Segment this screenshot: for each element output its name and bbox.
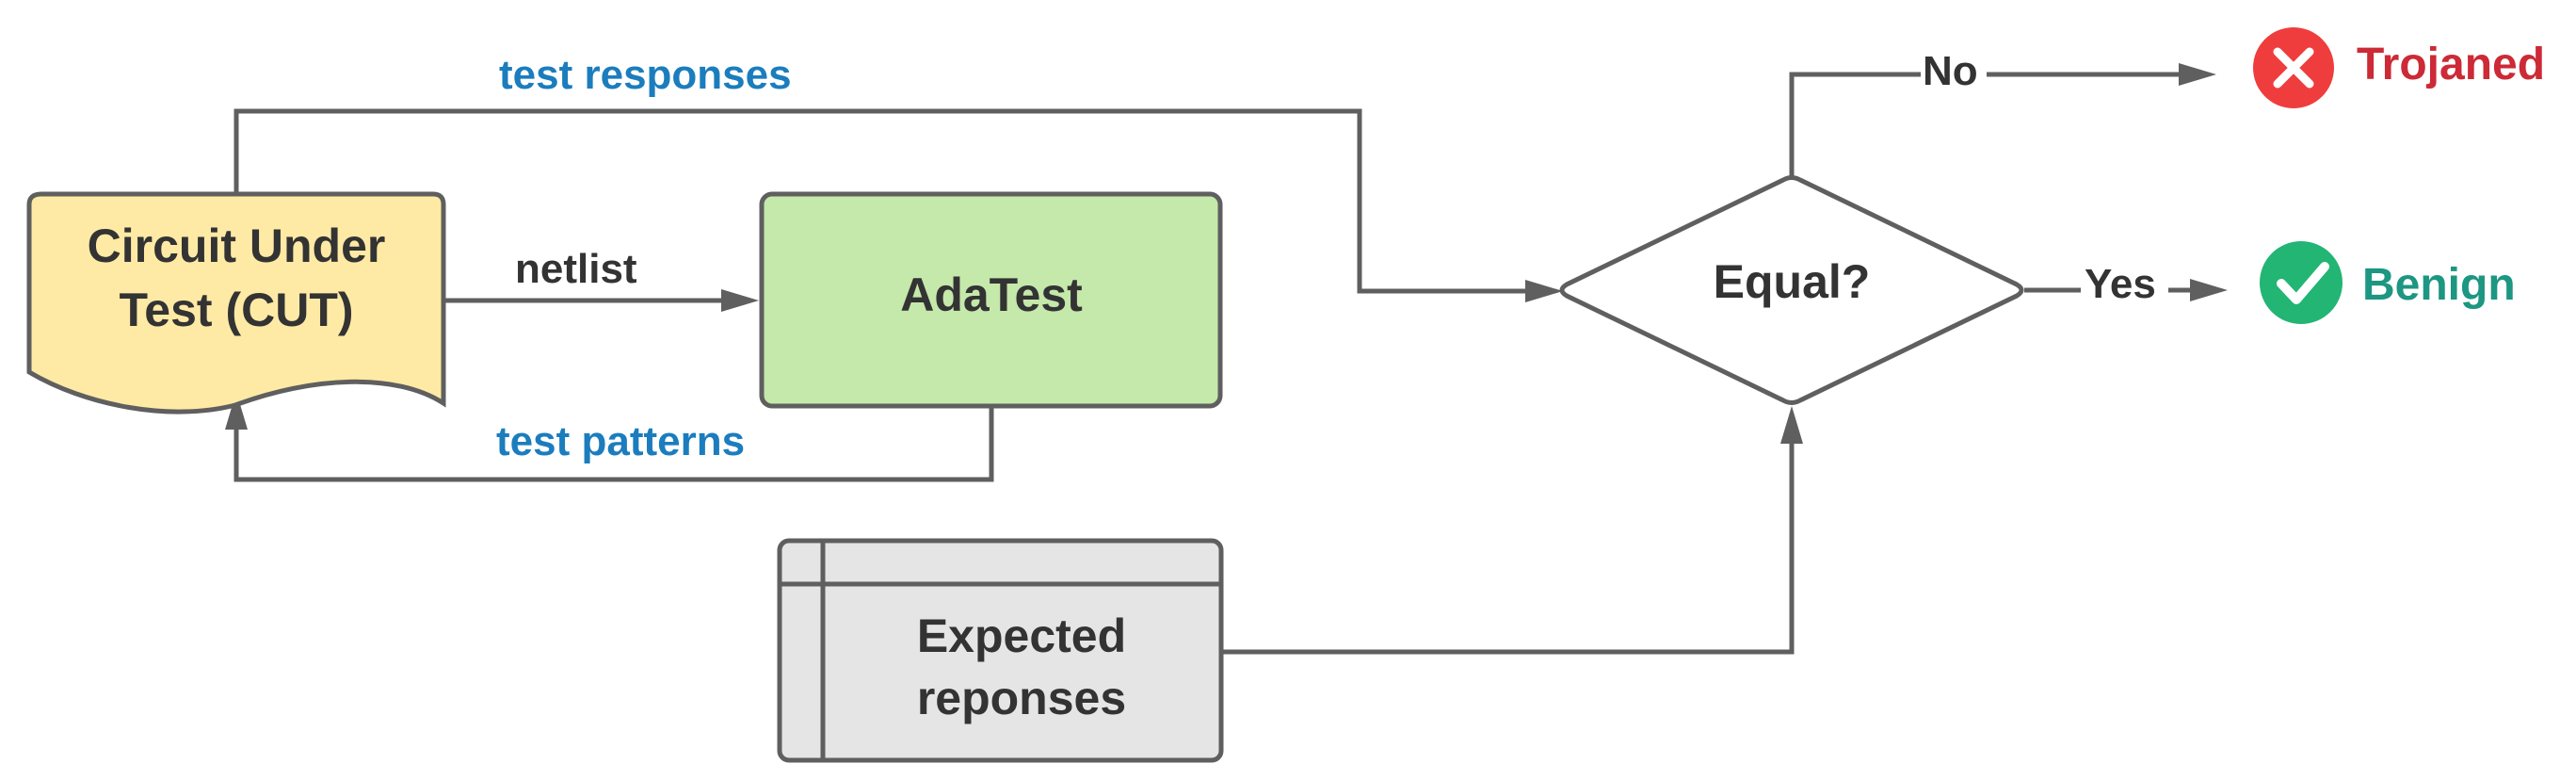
expected-label-line2: reponses xyxy=(917,672,1126,724)
edge-label-test-patterns: test patterns xyxy=(496,418,745,464)
cut-label-line2: Test (CUT) xyxy=(119,284,353,336)
edge-expected-arrowhead xyxy=(1780,406,1803,444)
edge-label-no: No xyxy=(1923,48,1978,94)
edge-no-arrowhead xyxy=(2179,63,2216,86)
edge-test-patterns-line xyxy=(233,407,994,482)
edge-label-yes: Yes xyxy=(2085,261,2156,307)
edge-test-responses-arrowhead xyxy=(1525,280,1563,302)
adatest-label: AdaTest xyxy=(900,268,1083,321)
decision-node-shape xyxy=(1559,175,2024,405)
edge-yes-arrowhead xyxy=(2190,279,2228,301)
edge-label-test-responses: test responses xyxy=(499,52,792,98)
edge-label-netlist: netlist xyxy=(515,246,637,292)
expected-label-line1: Expected xyxy=(917,609,1126,662)
cut-label-line1: Circuit Under xyxy=(88,219,386,272)
edge-test-responses-line xyxy=(233,108,1530,294)
adatest-node-shape xyxy=(759,191,1223,409)
edge-test-patterns-arrowhead xyxy=(225,392,248,430)
edge-netlist-arrowhead xyxy=(721,289,759,312)
outcome-trojaned-label: Trojaned xyxy=(2357,40,2545,89)
edge-no-line xyxy=(1789,72,2182,176)
x-circle-icon xyxy=(2253,27,2334,108)
outcome-benign-label: Benign xyxy=(2362,260,2516,310)
check-circle-icon xyxy=(2260,241,2343,324)
edge-expected-line xyxy=(1222,441,1795,655)
expected-node-shape xyxy=(777,538,1224,763)
decision-label: Equal? xyxy=(1714,255,1871,308)
cut-node-shape xyxy=(26,191,446,414)
